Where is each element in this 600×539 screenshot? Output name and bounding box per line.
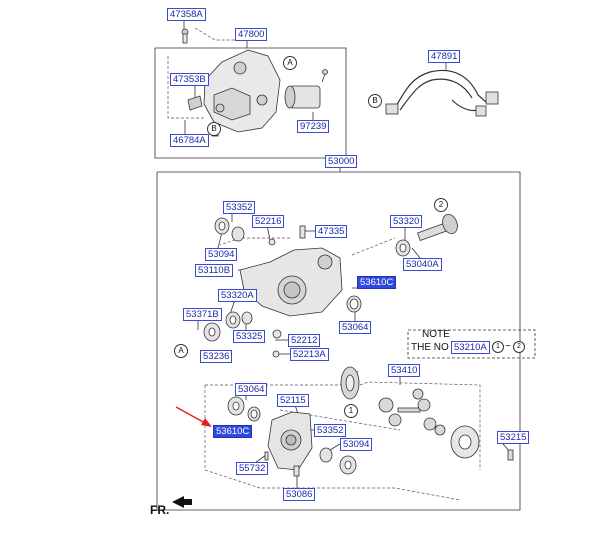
marker-2: 2 [434,198,448,212]
washer-52213A [272,350,280,358]
callout-52213A[interactable]: 52213A [290,348,329,361]
callout-53610C-right[interactable]: 53610C [357,276,397,289]
wiring-harness [395,69,487,112]
plug-52212 [272,329,282,339]
callout-97239[interactable]: 97239 [297,120,330,133]
callout-53325[interactable]: 53325 [233,330,266,343]
front-direction-label: FR. [150,503,170,517]
marker-B-harness: B [368,94,382,108]
callout-53086[interactable]: 53086 [283,488,316,501]
bolt-47335 [299,225,306,239]
callout-53352-top[interactable]: 53352 [223,201,256,214]
callout-53610C-lower[interactable]: 53610C [213,425,253,438]
note-prefix: THE NO [411,342,449,353]
marker-A-lower: A [174,344,188,358]
callout-53371B[interactable]: 53371B [183,308,222,321]
marker-1: 1 [344,404,358,418]
callout-52115[interactable]: 52115 [277,394,309,407]
callout-53410[interactable]: 53410 [388,364,421,377]
note-marker-1: 1 [492,341,504,353]
callout-53320A[interactable]: 53320A [218,289,257,302]
rear-cover [267,411,313,471]
callout-47335[interactable]: 47335 [315,225,348,238]
callout-53094-lower[interactable]: 53094 [340,438,373,451]
pin-55732 [264,451,269,461]
differential-gears [378,388,514,461]
callout-52216[interactable]: 52216 [252,215,285,228]
callout-53040A[interactable]: 53040A [403,258,442,271]
callout-46784A[interactable]: 46784A [170,134,209,147]
seal-53352-lower [319,447,333,463]
note-title: NOTE [422,329,450,340]
note-dash: ~ [505,341,511,352]
callout-47891[interactable]: 47891 [428,50,461,63]
callout-53000[interactable]: 53000 [325,155,358,168]
callout-53094-top[interactable]: 53094 [205,248,238,261]
marker-A-top: A [283,56,297,70]
callout-53110B[interactable]: 53110B [195,264,234,277]
callout-47353B[interactable]: 47353B [170,73,209,86]
note-frame [407,329,536,359]
callout-53064-lower[interactable]: 53064 [235,383,268,396]
note-marker-2: 2 [513,341,525,353]
callout-47800[interactable]: 47800 [235,28,268,41]
front-direction-arrow-icon [172,496,192,508]
plug-52216 [268,238,276,246]
callout-53352-lower[interactable]: 53352 [314,424,347,437]
highlight-arrow [175,406,212,427]
main-group-frame [156,171,521,511]
bolt-53086 [293,465,300,477]
callout-53210A[interactable]: 53210A [451,341,490,354]
motor-97239 [284,69,328,109]
seal-53094-top [231,226,245,242]
callout-53215[interactable]: 53215 [497,431,530,444]
callout-53236[interactable]: 53236 [200,350,233,363]
ring-gear [340,366,360,400]
callout-52212[interactable]: 52212 [288,334,321,347]
pinion-gear [416,213,458,242]
callout-53064-right[interactable]: 53064 [339,321,372,334]
callout-47358A[interactable]: 47358A [167,8,206,21]
carrier-housing [239,247,343,317]
marker-B-actuator: B [207,122,221,136]
callout-53320[interactable]: 53320 [390,215,423,228]
callout-55732[interactable]: 55732 [236,462,269,475]
ring-53325 [241,311,253,325]
